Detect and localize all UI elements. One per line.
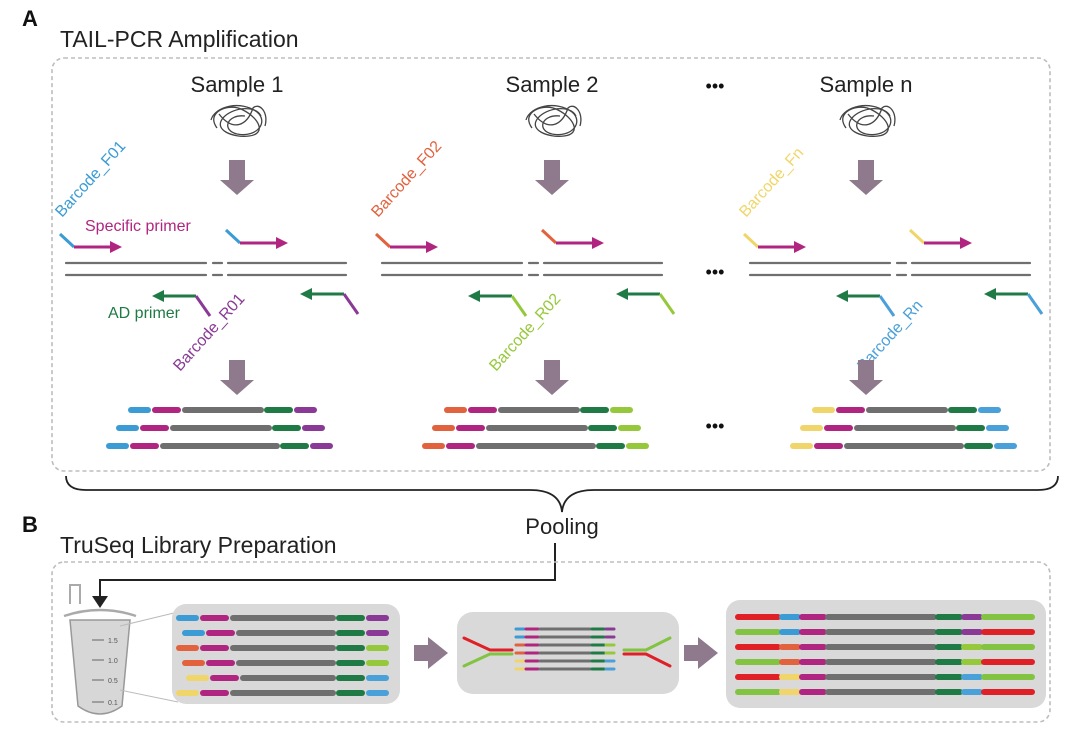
tube-mark-label: 0.1 (108, 700, 118, 707)
specific-primer (742, 232, 806, 253)
tube-mark-label: 0.5 (108, 678, 118, 685)
ellipsis: ••• (706, 76, 725, 96)
genomic-dna-icon (839, 104, 896, 137)
adapter-strand-green (462, 652, 514, 668)
dna-duplex (64, 261, 348, 277)
barcode-tail (194, 295, 212, 317)
specific-primer (224, 228, 288, 249)
primer-arrowhead (794, 241, 806, 253)
process-arrow (414, 637, 448, 669)
tube-lid-hinge (69, 584, 81, 604)
panel-b-letter: B (22, 512, 38, 537)
process-arrow (684, 637, 718, 669)
down-arrow (220, 160, 254, 195)
dna-duplex (748, 261, 1032, 277)
tube-body (69, 619, 131, 715)
final-library-tray (726, 600, 1046, 708)
down-arrow (849, 360, 883, 395)
barcode-f-label: Barcode_F02 (368, 138, 445, 221)
barcode-tail (374, 232, 392, 249)
barcode-tail (1026, 293, 1044, 315)
sample-label: Sample 1 (191, 72, 284, 97)
panel-a-letter: A (22, 6, 38, 31)
microcentrifuge-tube-icon: 1.5 1.0 0.5 0.1 (63, 584, 137, 715)
barcode-tail (908, 228, 926, 245)
genomic-dna-icon (210, 104, 267, 137)
panel-b-frame (51, 561, 1051, 723)
pooling-arrowhead (92, 596, 108, 608)
primer-arrowhead (616, 288, 628, 300)
tube-mark-label: 1.0 (108, 658, 118, 665)
primer-arrowhead (592, 237, 604, 249)
sample-label: Sample 2 (506, 72, 599, 97)
primer-arrowhead (426, 241, 438, 253)
dna-duplex (380, 261, 664, 277)
barcode-f-label: Barcode_Fn (736, 145, 807, 221)
ad-primer-label: AD primer (108, 305, 181, 322)
down-arrow (220, 360, 254, 395)
down-arrow (849, 160, 883, 195)
specific-primer (374, 232, 438, 253)
primer-arrowhead (984, 288, 996, 300)
ad-primer (616, 288, 676, 315)
primer-arrowhead (276, 237, 288, 249)
sample-label: Sample n (820, 72, 913, 97)
primer-arrowhead (468, 290, 480, 302)
barcode-tail (510, 295, 528, 317)
primer-arrowhead (110, 241, 122, 253)
ad-primer (836, 290, 896, 317)
barcode-tail (342, 293, 360, 315)
adapter-strand-red (622, 652, 672, 668)
barcode-tail (658, 293, 676, 315)
barcode-f-label: Barcode_F01 (52, 138, 129, 221)
primer-arrowhead (836, 290, 848, 302)
adapter-strand-green (622, 636, 672, 652)
barcode-tail (878, 295, 896, 317)
barcode-tail (58, 232, 76, 249)
down-arrow (535, 360, 569, 395)
tube-mark-label: 1.5 (108, 638, 118, 645)
specific-primer (540, 228, 604, 249)
pooling-connector (99, 543, 556, 600)
pooling-label: Pooling (525, 514, 598, 539)
ellipsis: ••• (706, 416, 725, 436)
ad-primer (300, 288, 360, 315)
barcode-tail (224, 228, 242, 245)
down-arrow (535, 160, 569, 195)
y-adapter (462, 636, 672, 668)
genomic-dna-icon (525, 104, 582, 137)
pooling-brace (65, 475, 1059, 513)
ad-primer (468, 290, 528, 317)
zoom-line (119, 611, 179, 627)
ad-primer (152, 290, 212, 317)
primer-arrowhead (152, 290, 164, 302)
primer-arrowhead (300, 288, 312, 300)
specific-primer (58, 232, 122, 253)
tube-rim (63, 608, 137, 618)
specific-primer (908, 228, 972, 249)
panel-b-title: TruSeq Library Preparation (60, 532, 337, 558)
adapter-strand-red (462, 636, 514, 652)
panel-a-title: TAIL-PCR Amplification (60, 26, 299, 52)
ellipsis: ••• (706, 262, 725, 282)
barcode-tail (540, 228, 558, 245)
primer-arrowhead (960, 237, 972, 249)
panel-a-frame (51, 57, 1051, 472)
specific-primer-label: Specific primer (85, 218, 191, 235)
zoom-line (119, 689, 179, 703)
ad-primer (984, 288, 1044, 315)
barcode-tail (742, 232, 760, 249)
